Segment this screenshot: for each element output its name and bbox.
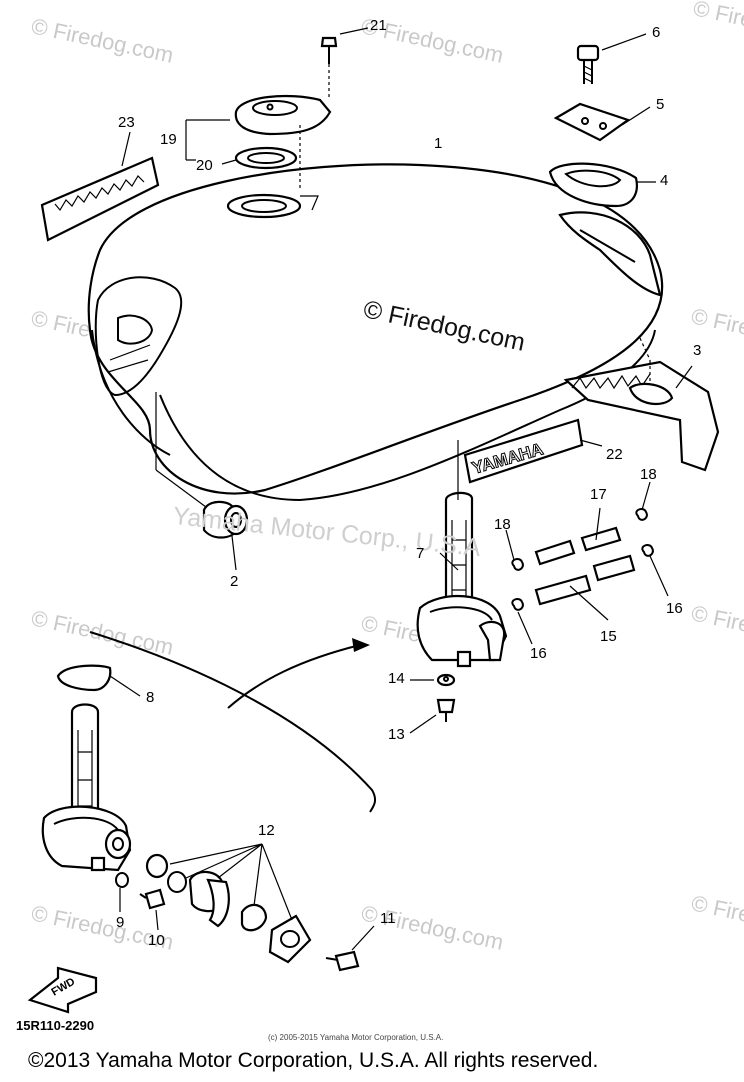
callout-8: 8 (146, 689, 155, 706)
callout-21: 21 (370, 17, 387, 34)
callout-17: 17 (590, 486, 607, 503)
fuel-tank (87, 163, 664, 502)
callout-19: 19 (160, 131, 177, 148)
callout-15: 15 (600, 628, 617, 645)
gasket (56, 664, 141, 697)
part-code: 15R110-2290 (16, 1018, 95, 1033)
valve-parts (115, 843, 375, 972)
callout-20: 20 (196, 157, 213, 174)
fuel-tank-exploded-diagram: YAMAHA (27, 27, 720, 1014)
callout-10: 10 (148, 932, 165, 949)
footer-copyright: ©2013 Yamaha Motor Corporation, U.S.A. A… (28, 1049, 599, 1072)
callout-6: 6 (652, 24, 661, 41)
emblem-strip (40, 131, 160, 242)
callout-11: 11 (380, 910, 396, 927)
fwd-arrow: FWD (27, 966, 98, 1014)
rear-mount-hardware (548, 33, 656, 208)
rear-bracket (563, 337, 720, 472)
callout-2: 2 (230, 573, 239, 590)
callout-13: 13 (388, 726, 405, 743)
small-copyright: (c) 2005-2015 Yamaha Motor Corporation, … (268, 1033, 444, 1042)
callout-9: 9 (116, 914, 125, 931)
callout-4: 4 (660, 172, 669, 189)
detail-frame (89, 631, 377, 813)
yamaha-badge: YAMAHA (463, 418, 603, 484)
callout-18-right: 18 (640, 466, 657, 483)
callout-16-left: 16 (530, 645, 547, 662)
callout-5: 5 (656, 96, 665, 113)
callout-18-left: 18 (494, 516, 511, 533)
fuel-cock-lower (41, 703, 132, 872)
callout-1: 1 (434, 135, 443, 152)
drain-screw-and-washer (409, 673, 456, 734)
fuel-cock-upper (416, 440, 508, 668)
callout-3: 3 (693, 342, 702, 359)
grommet (155, 392, 249, 571)
callout-14: 14 (388, 670, 405, 687)
callout-12: 12 (258, 822, 275, 839)
fuel-hoses-and-clips (505, 481, 669, 645)
callout-23: 23 (118, 114, 135, 131)
callout-22: 22 (606, 446, 623, 463)
callout-16-right: 16 (666, 600, 683, 617)
callout-7: 7 (416, 545, 425, 562)
filler-cap-assembly (185, 27, 369, 190)
